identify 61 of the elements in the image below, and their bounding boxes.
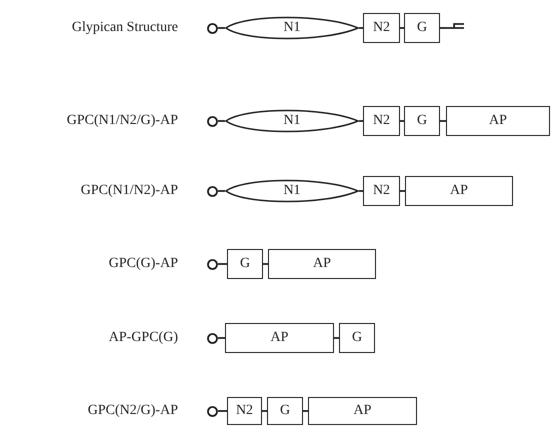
construct-name: GPC(G)-AP bbox=[108, 256, 178, 272]
circle-symbol bbox=[207, 258, 218, 270]
construct-name: GPC(N2/G)-AP bbox=[88, 403, 178, 419]
connector-line bbox=[359, 120, 363, 122]
domain-box bbox=[363, 106, 400, 136]
connector-line bbox=[359, 190, 363, 192]
domain-box bbox=[404, 13, 440, 43]
domain-label: N1 bbox=[283, 183, 301, 199]
circle-symbol bbox=[207, 186, 218, 196]
connector-line bbox=[218, 27, 225, 29]
connector-line bbox=[359, 27, 363, 29]
circle-symbol bbox=[207, 116, 218, 126]
connector-line bbox=[218, 190, 225, 192]
connector-line bbox=[400, 27, 404, 29]
domain-box bbox=[446, 106, 550, 136]
domain-box bbox=[225, 323, 334, 353]
connector-line bbox=[400, 190, 405, 192]
domain-box bbox=[268, 249, 376, 279]
circle-symbol bbox=[207, 22, 218, 34]
domain-box bbox=[363, 13, 400, 43]
circle-symbol bbox=[207, 406, 218, 416]
connector-line bbox=[218, 337, 225, 339]
domain-label: AP bbox=[354, 403, 372, 419]
domain-label: G bbox=[416, 113, 428, 129]
domain-label: N1 bbox=[283, 20, 301, 36]
domain-box bbox=[339, 323, 375, 353]
domain-label: N1 bbox=[283, 113, 301, 129]
connector-line bbox=[218, 410, 227, 412]
connector-line bbox=[440, 27, 446, 29]
domain-label: AP bbox=[270, 330, 288, 346]
connector-line bbox=[218, 120, 225, 122]
domain-box bbox=[363, 176, 400, 206]
connector-line bbox=[400, 120, 404, 122]
domain-label: G bbox=[280, 403, 290, 419]
connector-line bbox=[303, 410, 308, 412]
connector-line bbox=[334, 337, 339, 339]
domain-label: AP bbox=[450, 183, 468, 199]
domain-label: G bbox=[352, 330, 362, 346]
construct-name: GPC(N1/N2)-AP bbox=[80, 183, 178, 199]
domain-label: AP bbox=[489, 113, 507, 129]
domain-box bbox=[227, 249, 263, 279]
circle-symbol bbox=[207, 332, 218, 344]
domain-box bbox=[227, 397, 262, 425]
construct-name: GPC(N1/N2/G)-AP bbox=[66, 113, 178, 129]
domain-box bbox=[405, 176, 513, 206]
domain-label: N2 bbox=[372, 113, 390, 129]
domain-label: N2 bbox=[372, 183, 390, 199]
construct-name: AP-GPC(G) bbox=[108, 330, 178, 346]
connector-line bbox=[263, 263, 268, 265]
domain-label: N2 bbox=[236, 403, 254, 419]
domain-box bbox=[308, 397, 417, 425]
construct-name: Glypican Structure bbox=[72, 20, 178, 36]
connector-line bbox=[262, 410, 267, 412]
domain-label: N2 bbox=[372, 20, 390, 36]
connector-line bbox=[440, 120, 446, 122]
domain-label: AP bbox=[313, 256, 331, 272]
domain-box bbox=[267, 397, 303, 425]
domain-label: G bbox=[240, 256, 250, 272]
domain-label: G bbox=[416, 20, 428, 36]
domain-box bbox=[404, 106, 440, 136]
connector-line bbox=[218, 263, 227, 265]
